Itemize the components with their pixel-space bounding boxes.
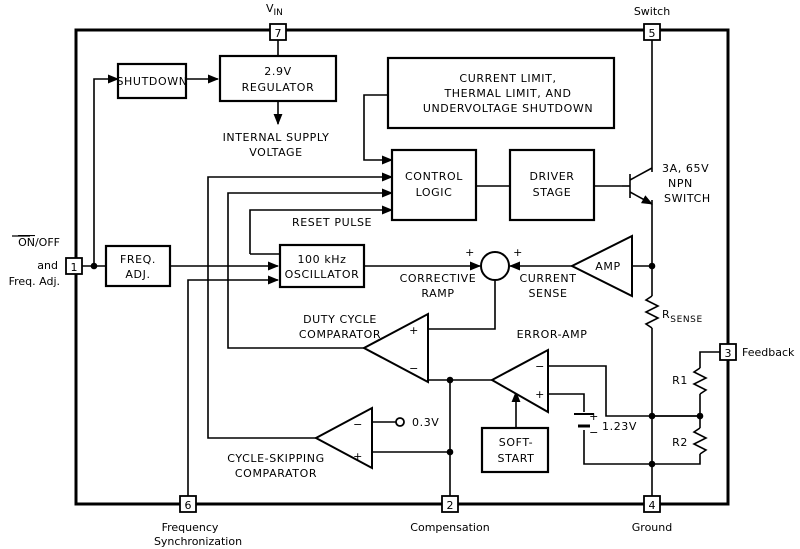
shutdown-block [116,62,188,100]
svg-text:+: + [589,410,599,423]
pin-6-sync: 6 Frequency Synchronization [154,495,242,548]
svg-text:3: 3 [725,347,732,360]
driver-stage-label-2: STAGE [533,186,572,199]
r1-label: R1 [672,374,688,387]
shutdown-label: SHUTDOWN [116,75,187,88]
error-amp-triangle [489,348,549,414]
regulator-label-1: 2.9V [264,65,291,78]
svg-text:7: 7 [275,27,282,40]
freq-adj-label-2: ADJ. [125,268,150,281]
wires [82,40,720,496]
driver-stage-label-1: DRIVER [529,170,574,183]
r2-label: R2 [672,436,688,449]
oscillator-block [278,243,366,289]
svg-text:1: 1 [71,261,78,274]
svg-text:6: 6 [185,499,192,512]
svg-text:+: + [353,450,363,463]
protection-label-1: CURRENT LIMIT, [459,72,556,85]
pin-3-feedback: 3 Feedback [719,343,795,361]
control-logic-label-1: CONTROL [405,170,463,183]
regulator-label-2: REGULATOR [242,81,315,94]
svg-text:−: − [589,426,599,439]
ground-label: Ground [632,521,672,534]
feedback-label: Feedback [742,346,795,359]
svg-text:+: + [513,246,523,259]
current-sense-label-1: CURRENT [519,272,576,285]
on-off-label: ON/OFF [18,236,60,249]
corrective-ramp-label-2: RAMP [421,287,454,300]
npn-switch-label-1: 3A, 65V [662,162,709,175]
control-logic-label-2: LOGIC [416,186,453,199]
rsense-label: RSENSE [662,308,703,325]
freq-adj-block [104,244,172,288]
internal-supply-label-2: VOLTAGE [249,146,302,159]
svg-text:−: − [353,418,363,431]
oscillator-label-2: OSCILLATOR [285,268,360,281]
pin-4-ground: 4 Ground [632,495,672,534]
npn-switch-label-3: SWITCH [664,192,711,205]
svg-text:2: 2 [447,499,454,512]
reset-pulse-label: RESET PULSE [292,216,372,229]
compensation-label: Compensation [410,521,489,534]
regulator-block [218,54,338,103]
threshold-label: 0.3V [412,416,439,429]
duty-cycle-label-2: COMPARATOR [299,328,381,341]
svg-text:+: + [465,246,475,259]
on-off-label-2: and [37,259,58,272]
junction-dots [90,262,704,468]
duty-cycle-label-1: DUTY CYCLE [303,313,377,326]
error-amp-label: ERROR-AMP [517,328,588,341]
freq-adj-label-1: FREQ. [120,253,156,266]
pin-1-on-off: 1 ON/OFF and Freq. Adj. [9,235,83,288]
protection-block [386,56,616,130]
summing-node [480,251,510,281]
corrective-ramp-label-1: CORRECTIVE [400,272,477,285]
vin-label: VIN [266,2,283,18]
svg-text:5: 5 [649,27,656,40]
soft-start-block [480,426,550,474]
duty-cycle-comparator [361,312,429,384]
svg-text:+: + [535,388,545,401]
reference-battery [574,413,594,428]
svg-text:4: 4 [649,499,656,512]
soft-start-label-2: START [498,452,535,465]
on-off-label-3: Freq. Adj. [9,275,60,288]
svg-text:−: − [535,360,545,373]
sync-label-2: Synchronization [154,535,242,548]
pin-2-compensation: 2 Compensation [410,495,490,534]
pin-5-switch: 5 Switch [634,5,670,41]
current-sense-label-2: SENSE [528,287,567,300]
vref-label: 1.23V [602,420,637,433]
amp-label: AMP [595,260,620,273]
switch-label: Switch [634,5,670,18]
cycle-skip-label-2: COMPARATOR [235,467,317,480]
polarity-signs: + + + − − + + − − + [353,246,599,463]
svg-text:+: + [409,324,419,337]
soft-start-label-1: SOFT- [499,436,533,449]
protection-label-3: UNDERVOLTAGE SHUTDOWN [423,102,593,115]
oscillator-label-1: 100 kHz [297,253,346,266]
pin-7-vin: 7 VIN [266,2,287,41]
cycle-skip-label-1: CYCLE-SKIPPING [227,452,324,465]
threshold-terminal [395,417,405,427]
cycle-skipping-comparator [313,406,373,470]
svg-text:−: − [409,362,419,375]
amp-triangle [569,234,633,298]
driver-stage-block [508,148,596,222]
control-logic-block [390,148,478,222]
protection-label-2: THERMAL LIMIT, AND [443,87,571,100]
sync-label-1: Frequency [162,521,219,534]
internal-supply-label-1: INTERNAL SUPPLY [223,131,330,144]
npn-switch-label-2: NPN [668,177,693,190]
